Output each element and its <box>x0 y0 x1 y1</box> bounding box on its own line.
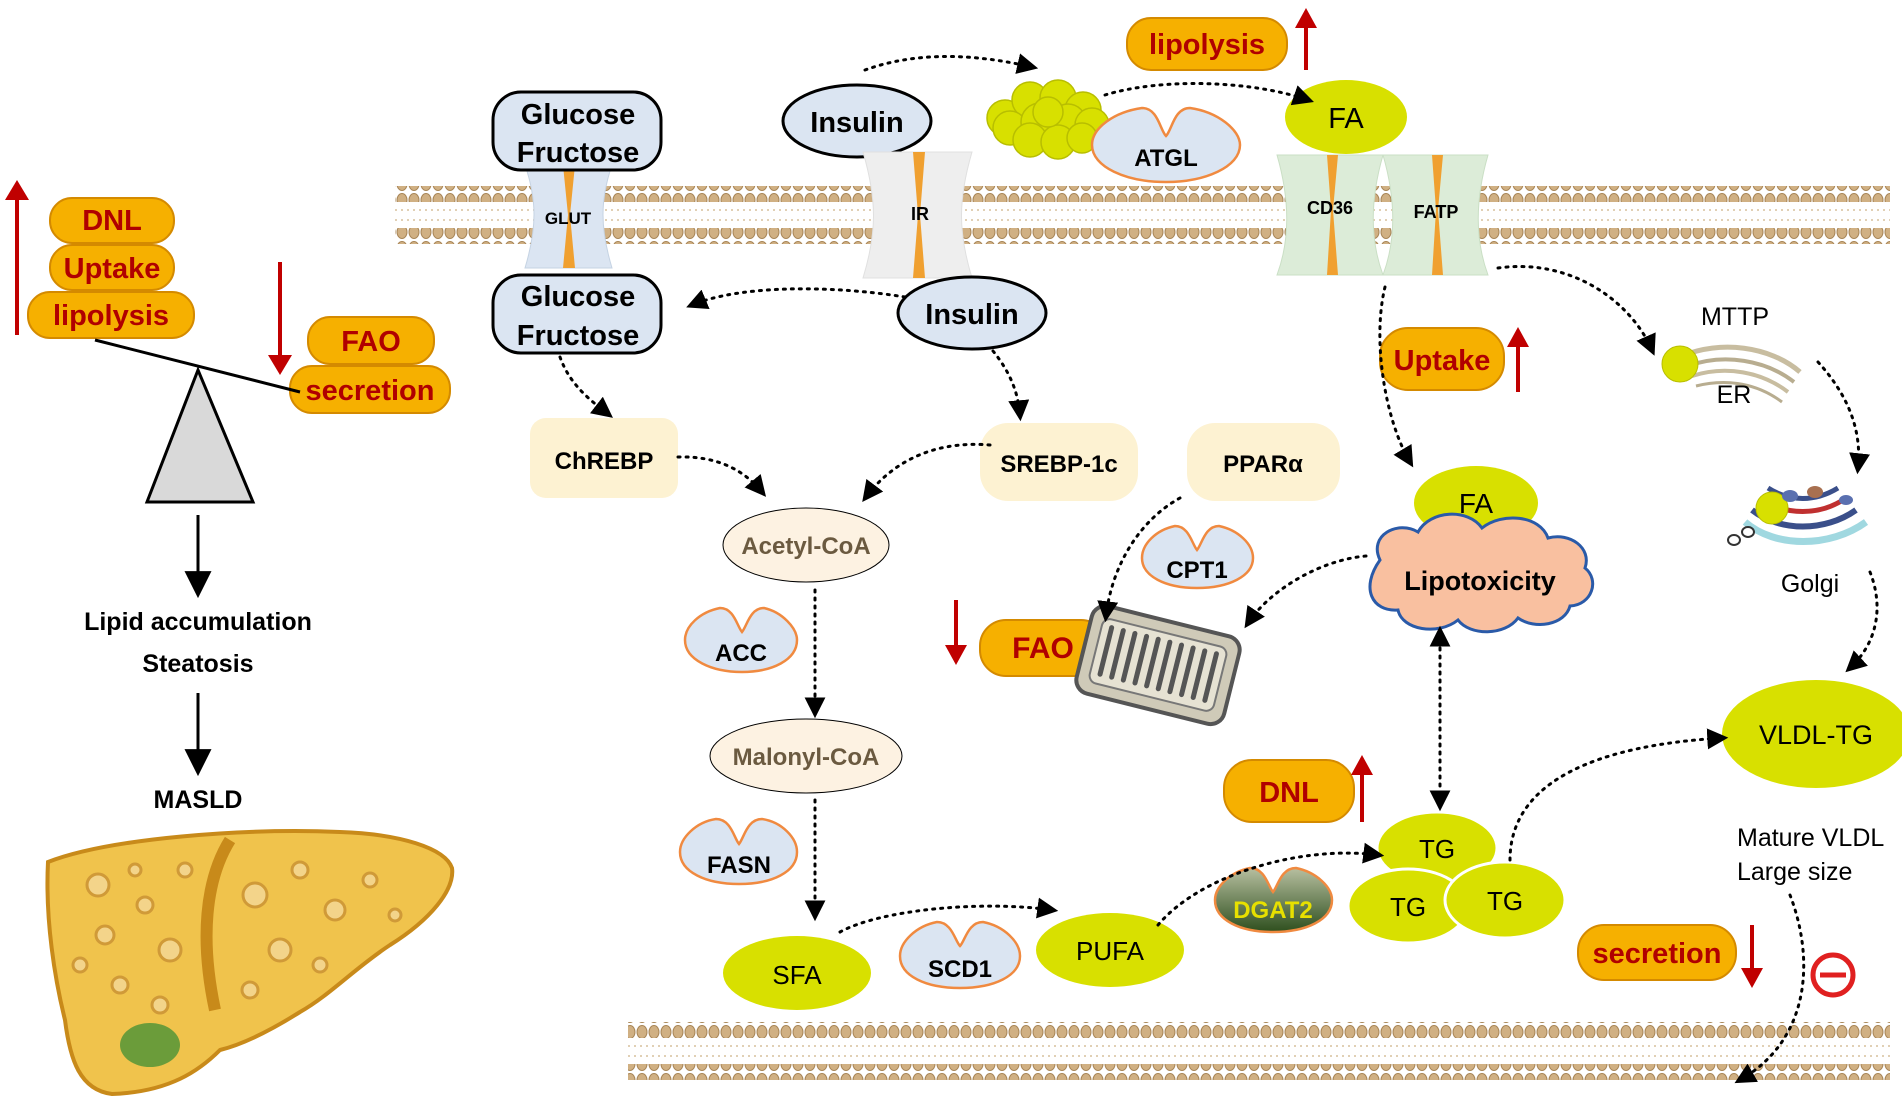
lipid-accumulation-label: Lipid accumulation <box>84 608 312 636</box>
bottom-cell-membrane <box>628 1022 1890 1080</box>
glucose-fructose-intracellular <box>491 273 663 355</box>
fa-top-label: FA <box>1328 103 1364 135</box>
fao-pill <box>307 316 435 365</box>
acetyl-coa-node <box>722 507 890 583</box>
balance-panel: DNL Uptake lipolysis FAO secretion Lipid… <box>5 180 451 814</box>
cpt1-label: CPT1 <box>1166 557 1227 584</box>
cpt1-enzyme: CPT1 <box>1140 524 1255 590</box>
fructose-mid-label: Fructose <box>517 320 639 352</box>
scd1-enzyme: SCD1 <box>898 920 1022 990</box>
fa-top-droplet <box>1285 80 1407 154</box>
dnl-mid-label: DNL <box>1259 777 1319 809</box>
pathway-arrows <box>558 53 1879 1084</box>
vldl-label: VLDL-TG <box>1759 720 1873 750</box>
cd36-fatp-transporters: CD36 FATP <box>1276 154 1489 276</box>
dnl-pill <box>49 197 175 244</box>
balance-beam <box>94 338 301 394</box>
golgi-apparatus-icon <box>1727 485 1869 546</box>
balance-secretion-label: secretion <box>306 375 435 407</box>
insulin-extracellular <box>781 83 933 159</box>
balance-fao-label: FAO <box>341 326 401 358</box>
insulin-top-label: Insulin <box>810 107 903 139</box>
atgl-label: ATGL <box>1134 145 1198 172</box>
acetyl-label: Acetyl-CoA <box>741 533 870 560</box>
secretion-mid-label: secretion <box>1593 938 1722 970</box>
acc-enzyme: ACC <box>683 606 799 674</box>
er-label: ER <box>1717 381 1752 409</box>
glucose-top-label: Glucose <box>521 99 635 131</box>
srebp-box <box>980 423 1138 501</box>
fatp-label: FATP <box>1414 202 1459 222</box>
secretion-mid-pill <box>1577 924 1737 981</box>
large-size-label: Large size <box>1737 858 1852 886</box>
liver-illustration-icon <box>45 829 455 1097</box>
atgl-enzyme: ATGL <box>1090 106 1242 184</box>
tg-cluster: TG TG TG <box>1346 810 1567 945</box>
mitochondrion-icon <box>1074 603 1242 727</box>
lipotoxicity-label: Lipotoxicity <box>1404 566 1556 596</box>
uptake-mid-label: Uptake <box>1394 345 1491 377</box>
ppara-box <box>1187 423 1340 501</box>
malonyl-coa-node <box>709 718 903 794</box>
pufa-label: PUFA <box>1076 936 1145 966</box>
chrebp-box <box>530 418 678 498</box>
lipolysis-pill <box>27 291 195 339</box>
glut-label: GLUT <box>545 209 592 228</box>
cd36-label: CD36 <box>1307 198 1353 218</box>
insulin-mid-label: Insulin <box>925 299 1018 331</box>
fasn-label: FASN <box>707 852 771 879</box>
lipolysis-top-pill <box>1126 17 1288 71</box>
fao-mid-label: FAO <box>1012 632 1074 665</box>
scd1-label: SCD1 <box>928 956 992 983</box>
glucose-mid-label: Glucose <box>521 281 635 313</box>
steatosis-label: Steatosis <box>142 650 253 678</box>
ppara-label: PPARα <box>1223 451 1303 478</box>
acc-label: ACC <box>715 640 767 667</box>
pufa-droplet <box>1036 913 1184 987</box>
mttp-label: MTTP <box>1701 303 1769 331</box>
insulin-receptor: IR <box>862 151 973 279</box>
golgi-label: Golgi <box>1781 570 1839 598</box>
srebp-label: SREBP-1c <box>1000 451 1117 478</box>
fa-mid-label: FA <box>1459 488 1494 519</box>
uptake-pill <box>49 244 175 291</box>
chrebp-label: ChREBP <box>555 448 654 475</box>
inhibition-symbol-icon <box>1810 952 1856 998</box>
lipid-droplet-cluster-icon <box>986 79 1110 160</box>
ir-label: IR <box>911 204 929 224</box>
dgat2-enzyme: DGAT2 <box>1213 866 1334 934</box>
dnl-mid-pill <box>1223 759 1355 823</box>
masld-label: MASLD <box>154 786 243 814</box>
glut-transporter: GLUT <box>524 164 613 269</box>
balance-lipolysis-label: lipolysis <box>53 300 169 332</box>
vldl-tg-droplet <box>1722 680 1902 788</box>
lipolysis-top-label: lipolysis <box>1149 29 1265 61</box>
dgat2-label: DGAT2 <box>1233 897 1313 924</box>
top-cell-membrane <box>395 186 1890 244</box>
sfa-label: SFA <box>772 960 822 990</box>
tg2-label: TG <box>1390 892 1426 922</box>
balance-fulcrum <box>144 365 256 504</box>
balance-dnl-label: DNL <box>82 205 142 237</box>
balance-uptake-label: Uptake <box>64 253 161 285</box>
insulin-intracellular <box>896 275 1048 351</box>
lipotoxicity-cloud: Lipotoxicity <box>1368 512 1595 634</box>
fasn-enzyme: FASN <box>678 817 799 886</box>
endoplasmic-reticulum-icon <box>1661 344 1802 404</box>
sfa-droplet <box>723 936 871 1010</box>
tg1-label: TG <box>1419 834 1455 864</box>
glucose-fructose-extracellular <box>491 90 663 172</box>
fructose-top-label: Fructose <box>517 137 639 169</box>
tg3-label: TG <box>1487 886 1523 916</box>
mature-vldl-label: Mature VLDL <box>1737 824 1884 852</box>
malonyl-label: Malonyl-CoA <box>733 744 880 771</box>
